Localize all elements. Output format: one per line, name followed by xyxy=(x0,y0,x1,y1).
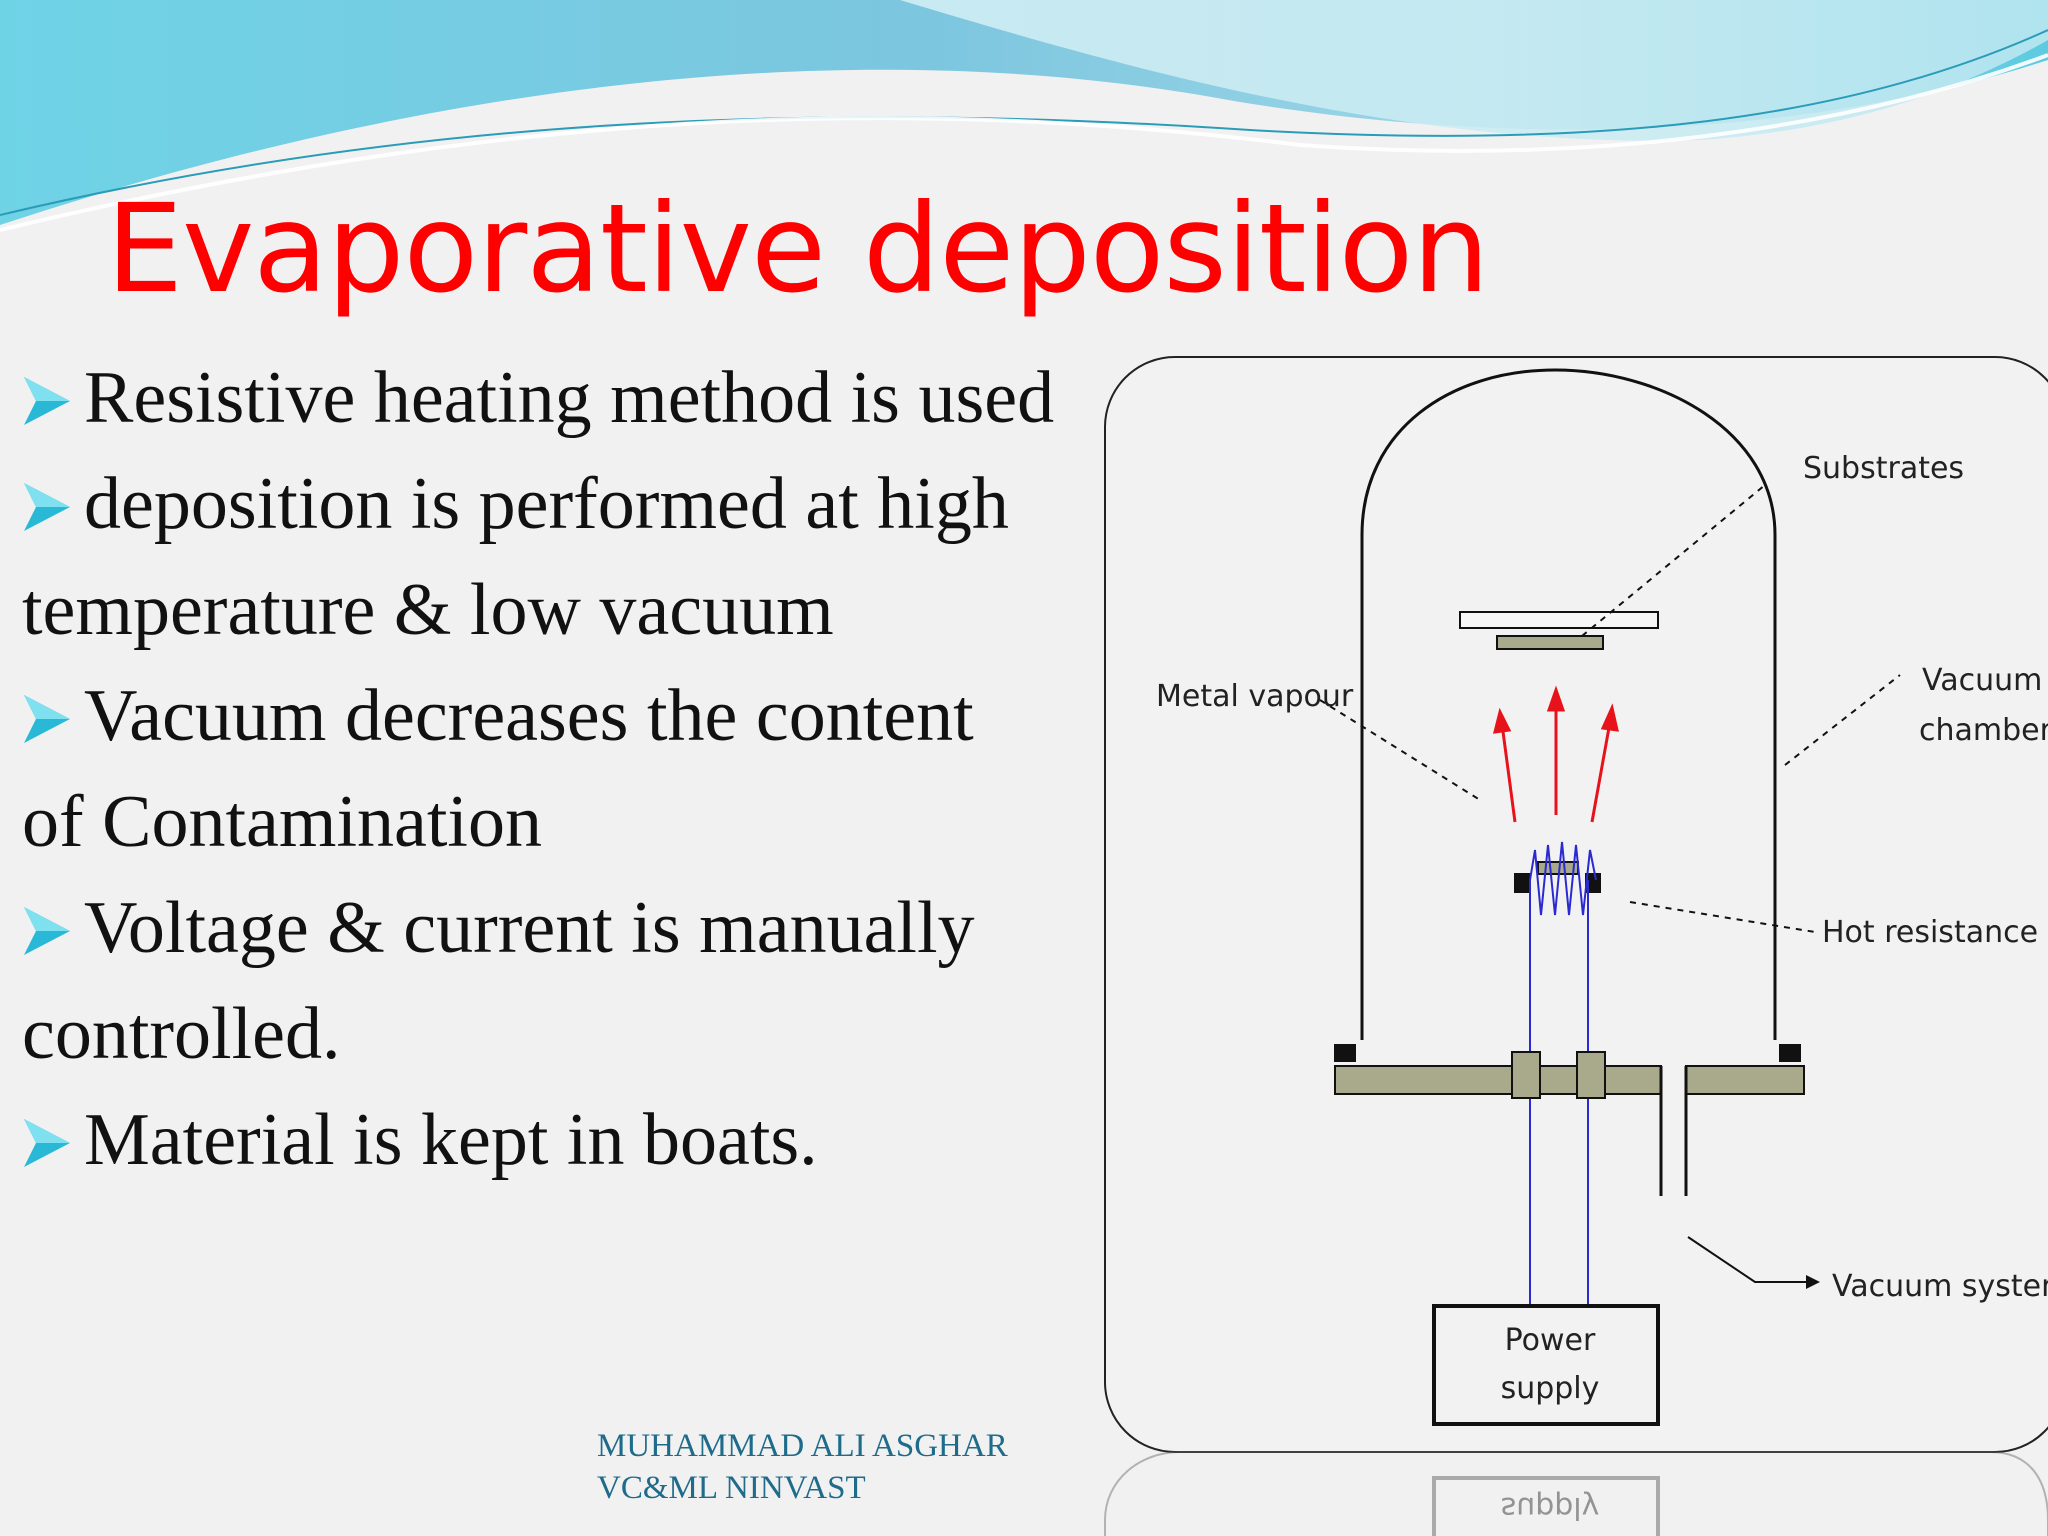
label-substrates: Substrates xyxy=(1803,451,1964,486)
evaporation-diagram: Power supply Substrates Metal vapour Vac… xyxy=(1104,356,2048,1536)
chamber-foot-left xyxy=(1334,1044,1356,1062)
bullet-list: Resistive heating method is used deposit… xyxy=(22,345,1122,1193)
power-supply-label-line2: supply xyxy=(1501,1371,1600,1406)
bullet-item: deposition is performed at high xyxy=(22,451,1122,557)
bullet-continuation: temperature & low vacuum xyxy=(22,557,1122,663)
bullet-text: Material is kept in boats. xyxy=(84,1099,818,1181)
label-vacuum-system: Vacuum system xyxy=(1832,1269,2048,1304)
label-chamber: chamber xyxy=(1919,713,2048,748)
diagram-reflection: supply xyxy=(1104,1451,2048,1536)
bullet-arrow-icon xyxy=(24,377,70,425)
label-hot-resistance: Hot resistance (W) xyxy=(1822,915,2048,950)
bullet-arrow-icon xyxy=(24,483,70,531)
power-supply-box xyxy=(1432,1304,1660,1426)
heater-clamp-left xyxy=(1514,873,1530,893)
bullet-text: deposition is performed at high xyxy=(84,463,1009,545)
evaporation-boat xyxy=(1537,861,1579,875)
hot-resistance-coil xyxy=(1529,841,1597,916)
vacuum-chamber-bell-jar xyxy=(1360,368,1777,1040)
slide-title: Evaporative deposition xyxy=(106,178,1490,320)
header-wave-decoration xyxy=(0,0,2048,232)
bullet-text: controlled. xyxy=(22,993,341,1075)
vacuum-system-arrowhead xyxy=(1806,1275,1820,1289)
substrate xyxy=(1496,635,1604,650)
vapour-arrows xyxy=(1493,685,1619,823)
base-plate-left xyxy=(1334,1065,1662,1095)
footer-name: MUHAMMAD ALI ASGHAR xyxy=(597,1428,1008,1464)
bullet-item: Resistive heating method is used xyxy=(22,345,1122,451)
label-metal-vapour: Metal vapour xyxy=(1156,679,1354,714)
feedthrough-left xyxy=(1511,1051,1541,1099)
bullet-continuation: of Contamination xyxy=(22,769,1122,875)
leader-lines xyxy=(1319,484,1901,933)
footer-author: MUHAMMAD ALI ASGHAR VC&ML NINVAST xyxy=(597,1425,1008,1509)
chamber-foot-right xyxy=(1779,1044,1801,1062)
bullet-text: Resistive heating method is used xyxy=(84,357,1055,439)
bullet-text: temperature & low vacuum xyxy=(22,569,834,651)
bullet-arrow-icon xyxy=(24,695,70,743)
bullet-continuation: controlled. xyxy=(22,981,1122,1087)
substrate-holder xyxy=(1459,611,1659,629)
bullet-item: Voltage & current is manually xyxy=(22,875,1122,981)
footer-affiliation: VC&ML NINVAST xyxy=(597,1470,866,1506)
label-vacuum: Vacuum xyxy=(1922,663,2042,698)
bullet-arrow-icon xyxy=(24,1119,70,1167)
feedthrough-right xyxy=(1576,1051,1606,1099)
bullet-arrow-icon xyxy=(24,907,70,955)
bullet-item: Vacuum decreases the content xyxy=(22,663,1122,769)
power-supply-label-line1: Power xyxy=(1505,1323,1596,1358)
vacuum-system-pointer xyxy=(1687,1236,1810,1283)
base-plate-right xyxy=(1685,1065,1805,1095)
bullet-text: Vacuum decreases the content xyxy=(84,675,974,757)
reflection-supply-text: supply xyxy=(1501,1490,1600,1525)
bullet-text: Voltage & current is manually xyxy=(84,887,975,969)
bullet-item: Material is kept in boats. xyxy=(22,1087,1122,1193)
diagram-panel xyxy=(1104,356,2048,1453)
bullet-text: of Contamination xyxy=(22,781,542,863)
